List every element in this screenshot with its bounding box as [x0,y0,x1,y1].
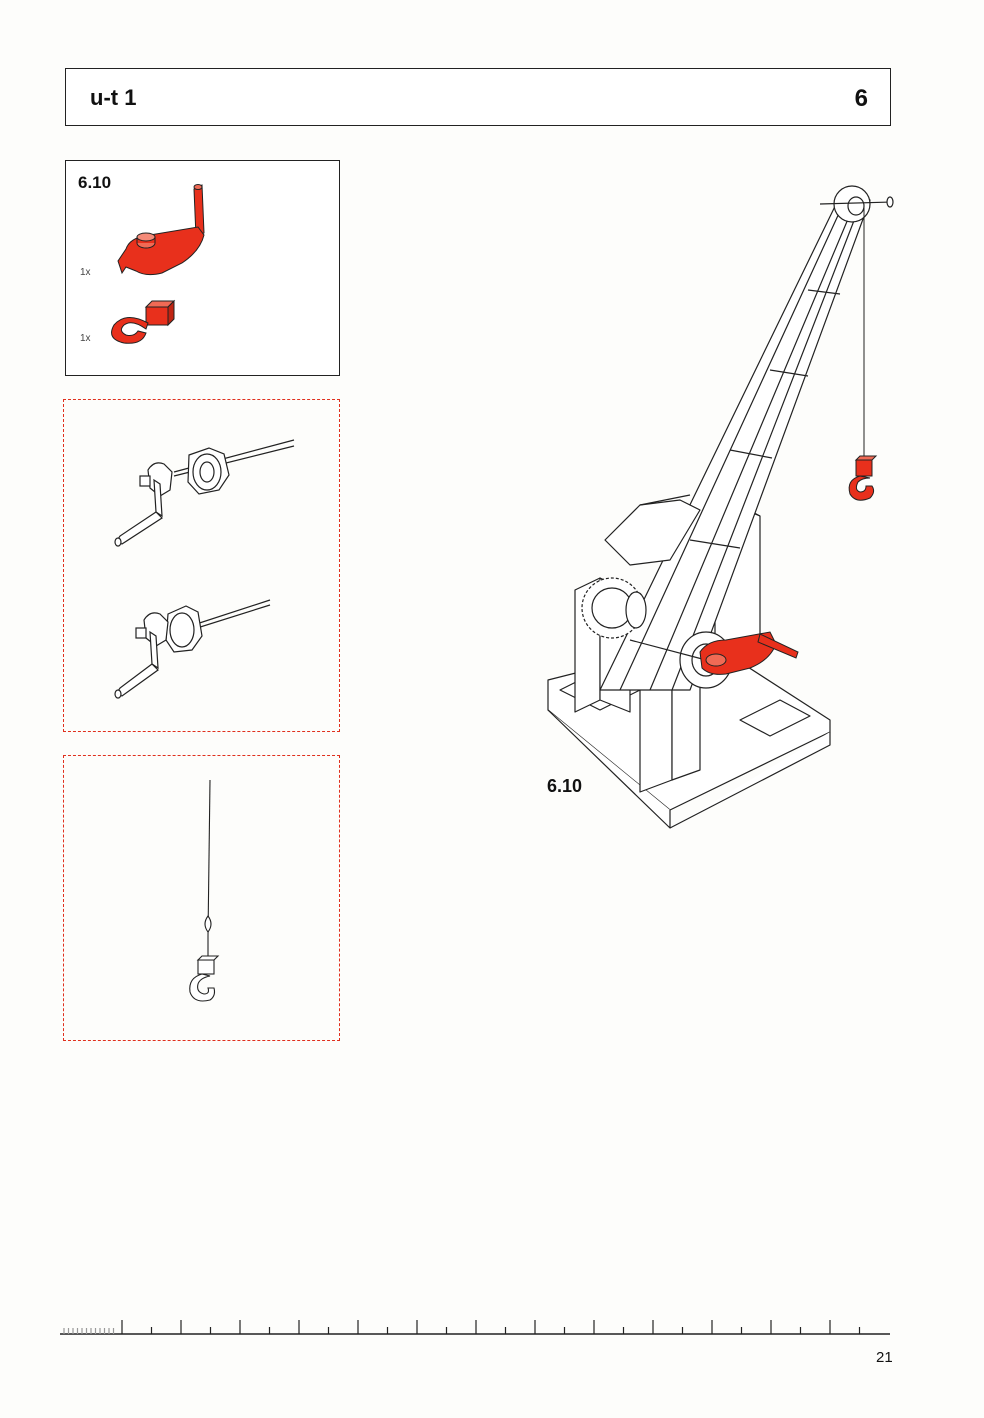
parts-step-number: 6.10 [78,173,112,192]
crank-quantity: 1x [80,267,91,278]
model-step-label: 6.10 [547,776,583,796]
hook-on-string-illustration [189,779,220,1002]
crane-hook-icon [111,299,176,344]
chapter-number: 6 [854,85,868,112]
measurement-ruler [60,1320,890,1335]
hook-quantity: 1x [80,333,91,344]
crank-axle-illustration [114,439,295,699]
page-number: 21 [876,1349,893,1366]
header-title: u-t 1 [90,85,137,110]
hook-string-detail [63,755,340,1041]
crank-handle-icon [117,184,205,276]
page-header: u-t 1 6 [65,68,891,126]
parts-list-box: 6.10 1x 1x [65,160,340,376]
crank-assembly-detail [63,399,340,732]
